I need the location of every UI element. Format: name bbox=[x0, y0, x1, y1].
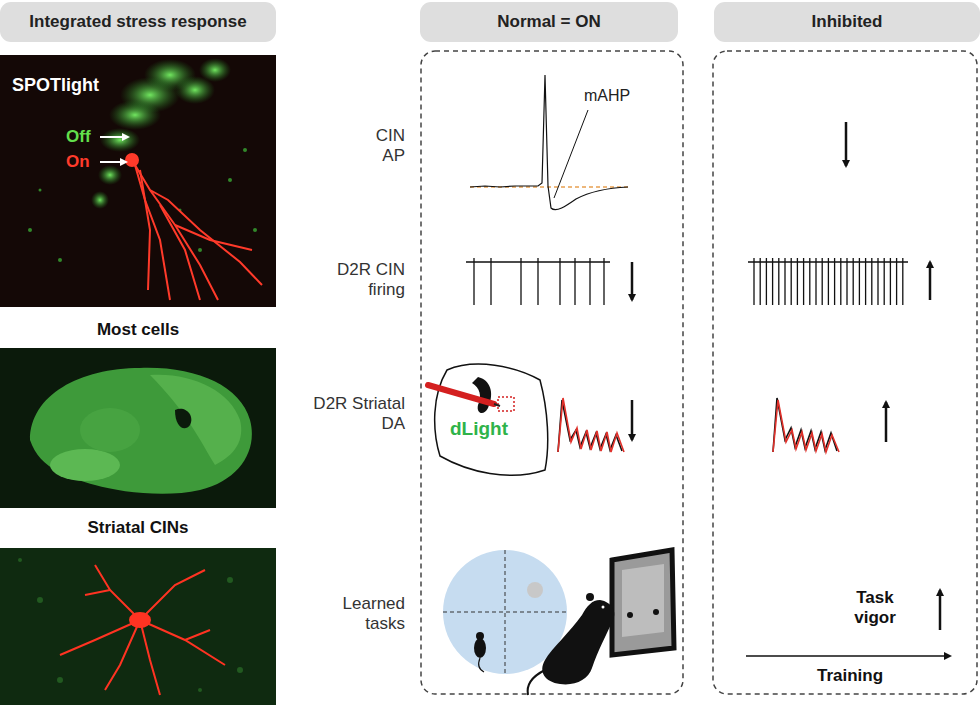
header-box: Inhibited bbox=[714, 2, 980, 42]
node-text: SPOTlight bbox=[12, 75, 99, 96]
dopamine-trace bbox=[558, 398, 839, 452]
node-text: Normal = ON bbox=[497, 12, 600, 32]
row-label: D2R CIN firing bbox=[305, 260, 405, 301]
header-box: Normal = ON bbox=[420, 2, 678, 42]
callout-label: mAHP bbox=[584, 86, 654, 105]
spike-train bbox=[748, 258, 908, 305]
captioned-photo: Striatal CINs bbox=[0, 514, 276, 705]
outcome-label: Task vigor bbox=[840, 588, 910, 629]
spotlight-photo bbox=[0, 55, 276, 307]
cin-photo bbox=[0, 548, 276, 705]
striatum-drawing bbox=[428, 364, 548, 475]
node-text: Integrated stress response bbox=[29, 12, 246, 32]
operant-box bbox=[528, 550, 674, 695]
node-text: Off bbox=[66, 127, 91, 147]
inhibited-panel bbox=[713, 51, 977, 694]
axis-label: Training bbox=[800, 666, 900, 686]
node-text: Inhibited bbox=[812, 12, 883, 32]
node-text: Striatal CINs bbox=[0, 514, 276, 538]
node-text: On bbox=[66, 152, 90, 172]
firing-trace bbox=[466, 258, 908, 305]
captioned-photo: Most cells bbox=[0, 316, 276, 508]
row-label: Learned tasks bbox=[320, 594, 405, 635]
spike-train bbox=[466, 258, 610, 305]
row-label: CIN AP bbox=[355, 126, 405, 167]
node-text: Most cells bbox=[0, 316, 276, 340]
photo-panel: SPOTlightOffOn bbox=[0, 55, 276, 307]
row-label: D2R Striatal DA bbox=[305, 394, 405, 435]
brain-photo bbox=[0, 348, 276, 508]
header-box: Integrated stress response bbox=[0, 2, 276, 42]
sensor-label: dLight bbox=[450, 418, 530, 441]
direction-arrow bbox=[632, 122, 950, 656]
normal-panel bbox=[421, 51, 683, 694]
